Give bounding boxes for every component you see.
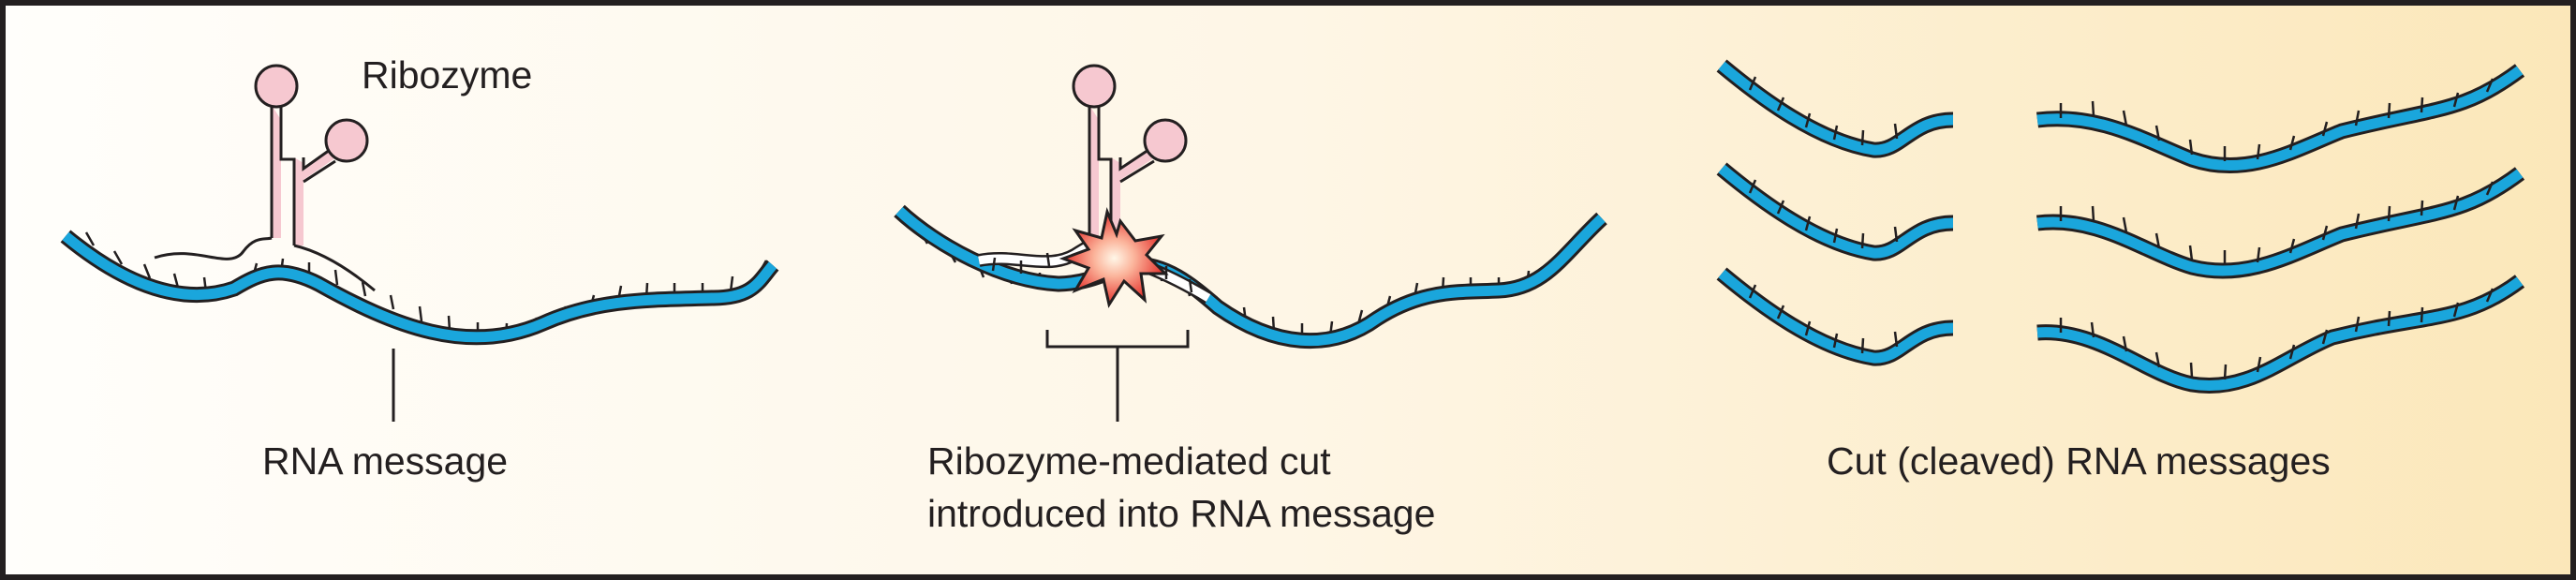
- fragment-left-bottom: [1716, 267, 1954, 366]
- fragment-left-middle: [1716, 162, 1954, 261]
- cleaved-caption: Cut (cleaved) RNA messages: [1827, 439, 2331, 483]
- panel-cleaved: [1716, 59, 2525, 394]
- ribozyme: [154, 64, 376, 292]
- panel-intact: [60, 64, 779, 422]
- cut-bracket: [1045, 330, 1190, 422]
- fragment-right-middle: [2036, 167, 2525, 279]
- panel-cut: [894, 64, 1607, 422]
- fragment-left-top: [1716, 59, 1954, 158]
- rna-message-label: RNA message: [262, 439, 509, 483]
- cleavage-burst-icon: [1059, 206, 1169, 308]
- cut-caption-line-2: introduced into RNA message: [927, 492, 1436, 535]
- ribozyme-label: Ribozyme: [362, 53, 533, 97]
- cut-caption: Ribozyme-mediated cut introduced into RN…: [927, 435, 1435, 540]
- cut-caption-line-1: Ribozyme-mediated cut: [927, 439, 1331, 483]
- fragment-right-bottom: [2036, 275, 2525, 394]
- fragment-right-top: [2036, 64, 2525, 174]
